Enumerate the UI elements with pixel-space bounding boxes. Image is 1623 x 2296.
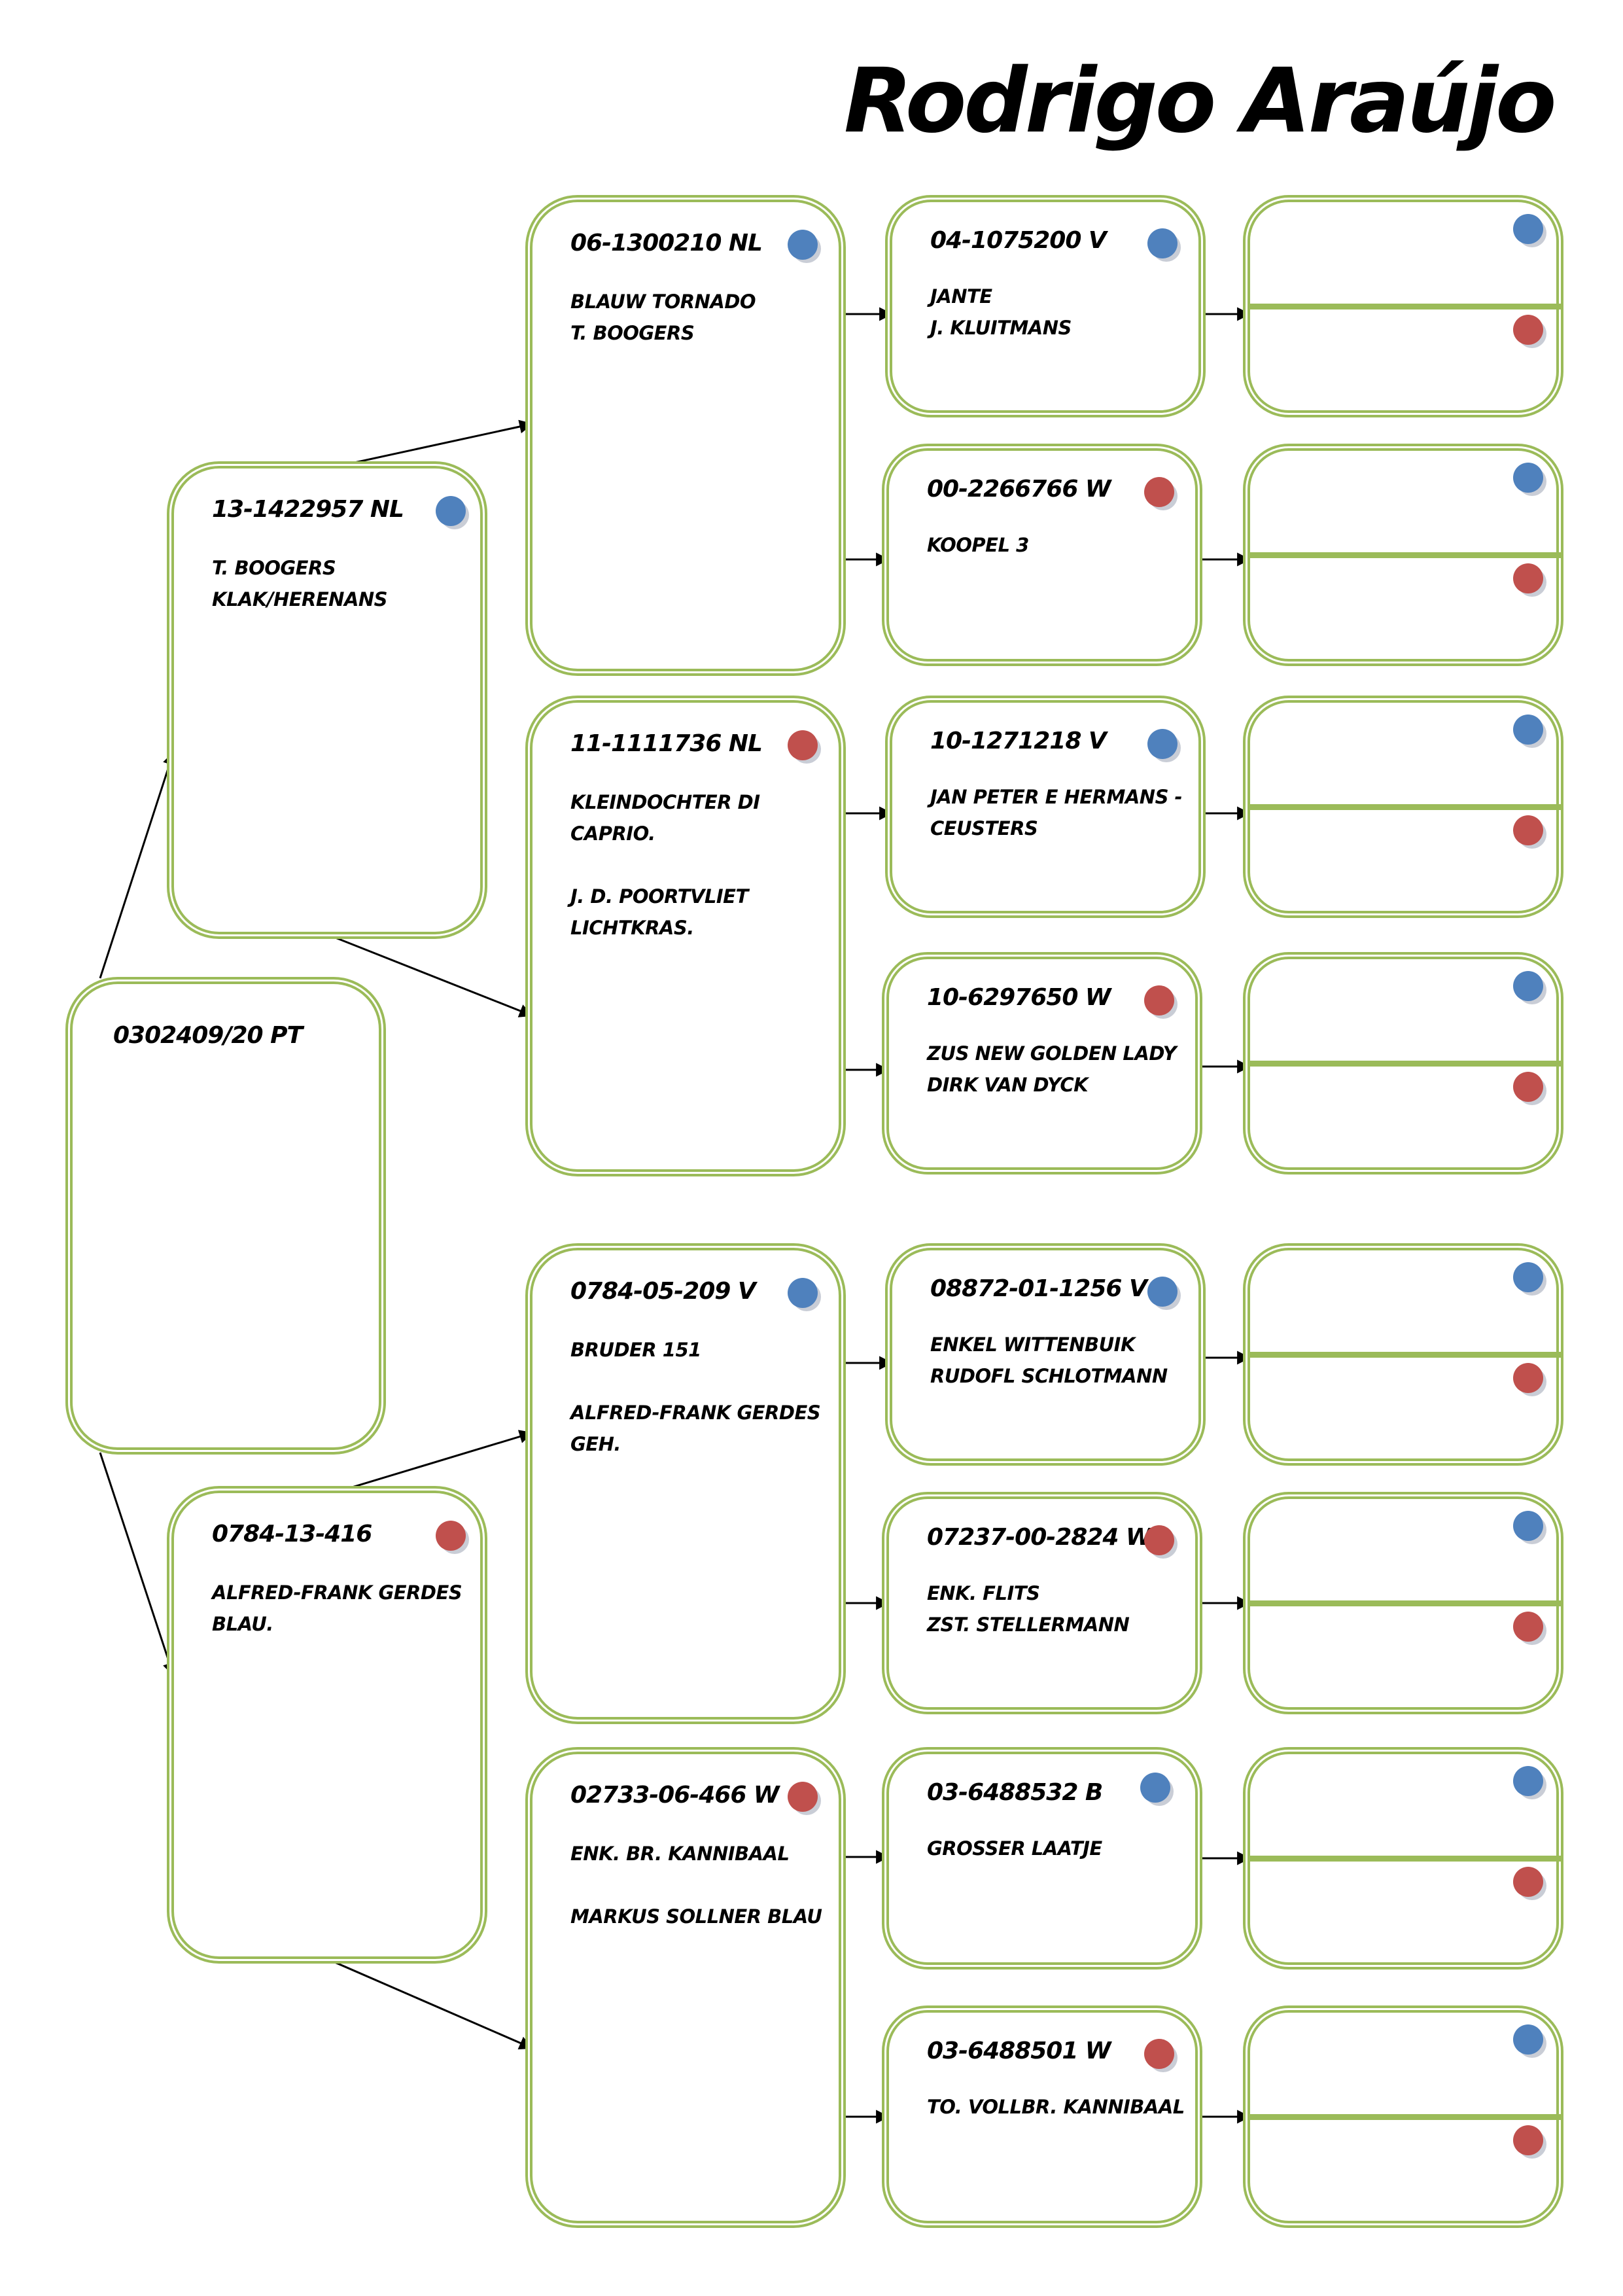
sex-male-icon [1147,1277,1178,1307]
grandparent-card-3[interactable]: 0784-05-209 V BRUDER 151 ALFRED-FRANK GE… [525,1243,846,1724]
grandparent-card-2[interactable]: 11-1111736 NL KLEINDOCHTER DI CAPRIO. J.… [525,696,846,1176]
gen4-divider [1250,1352,1563,1358]
sex-male-icon [1147,729,1178,759]
great-grandparent-card-6[interactable]: 07237-00-2824 W ENK. FLITS ZST. STELLERM… [882,1492,1202,1714]
sex-female-icon [1513,815,1543,845]
sex-female-icon [788,1782,818,1812]
sex-female-icon [788,730,818,760]
grandparent-details: ENK. BR. KANNIBAAL MARKUS SOLLNER BLAU [570,1843,822,1928]
great-grandparent-details: ENK. FLITS ZST. STELLERMANN [927,1582,1130,1636]
great-grandparent-card-7[interactable]: 03-6488532 B GROSSER LAATJE [882,1747,1202,1969]
great-grandparent-card-1[interactable]: 04-1075200 V JANTE J. KLUITMANS [885,195,1206,417]
great-grandparent-card-8[interactable]: 03-6488501 W TO. VOLLBR. KANNIBAAL [882,2005,1202,2228]
grandparent-card-4[interactable]: 02733-06-466 W ENK. BR. KANNIBAAL MARKUS… [525,1747,846,2228]
parent-card-dam[interactable]: 0784-13-416 ALFRED-FRANK GERDES BLAU. [167,1486,487,1964]
gen4-card-1[interactable] [1243,195,1563,417]
gen4-card-4[interactable] [1243,952,1563,1174]
sex-female-icon [1513,1363,1543,1393]
gen4-card-2[interactable] [1243,444,1563,666]
great-grandparent-ring-number: 03-6488532 B [927,1779,1103,1806]
great-grandparent-details: ENKEL WITTENBUIK RUDOFL SCHLOTMANN [930,1333,1168,1387]
great-grandparent-details: ZUS NEW GOLDEN LADY DIRK VAN DYCK [927,1042,1177,1096]
gen4-card-3[interactable] [1243,696,1563,918]
great-grandparent-ring-number: 08872-01-1256 V [930,1275,1147,1302]
grandparent-details: KLEINDOCHTER DI CAPRIO. J. D. POORTVLIET… [570,791,760,939]
gen4-card-8[interactable] [1243,2005,1563,2228]
great-grandparent-ring-number: 04-1075200 V [930,227,1107,254]
sex-male-icon [1513,2024,1543,2055]
great-grandparent-ring-number: 03-6488501 W [927,2038,1111,2064]
sex-female-icon [436,1521,466,1551]
gen4-divider [1250,1061,1563,1067]
sex-female-icon [1513,1612,1543,1642]
great-grandparent-details: GROSSER LAATJE [927,1837,1102,1860]
great-grandparent-details: TO. VOLLBR. KANNIBAAL [927,2096,1185,2118]
sex-female-icon [1513,1072,1543,1102]
subject-card[interactable]: 0302409/20 PT [65,977,386,1455]
sex-female-icon [1513,1867,1543,1897]
sex-male-icon [1513,1766,1543,1796]
sex-male-icon [1513,1262,1543,1292]
sex-female-icon [1513,315,1543,345]
sex-male-icon [1513,971,1543,1001]
subject-ring-number: 0302409/20 PT [113,1022,303,1049]
parent-ring-number: 13-1422957 NL [212,496,404,523]
sex-female-icon [1513,563,1543,593]
grandparent-details: BRUDER 151 ALFRED-FRANK GERDES GEH. [570,1339,821,1455]
sex-male-icon [1140,1773,1170,1803]
sex-female-icon [1144,477,1174,507]
gen4-divider [1250,1856,1563,1862]
sex-male-icon [1513,463,1543,493]
gen4-divider [1250,552,1563,558]
sex-female-icon [1144,985,1174,1016]
grandparent-ring-number: 02733-06-466 W [570,1782,780,1809]
sex-female-icon [1513,2125,1543,2155]
great-grandparent-card-2[interactable]: 00-2266766 W KOOPEL 3 [882,444,1202,666]
sex-male-icon [1513,214,1543,244]
great-grandparent-ring-number: 10-6297650 W [927,984,1111,1011]
gen4-card-6[interactable] [1243,1492,1563,1714]
grandparent-ring-number: 0784-05-209 V [570,1278,756,1305]
gen4-divider [1250,2114,1563,2120]
sex-female-icon [1144,2039,1174,2069]
pedigree-title: Rodrigo Araújo [844,50,1557,153]
connector-arrow-1 [99,751,177,979]
sex-male-icon [1147,228,1178,258]
great-grandparent-card-5[interactable]: 08872-01-1256 V ENKEL WITTENBUIK RUDOFL … [885,1243,1206,1466]
gen4-divider [1250,804,1563,810]
sex-male-icon [1513,1511,1543,1541]
grandparent-ring-number: 11-1111736 NL [570,730,763,757]
great-grandparent-card-3[interactable]: 10-1271218 V JAN PETER E HERMANS - CEUST… [885,696,1206,918]
sex-male-icon [1513,715,1543,745]
great-grandparent-ring-number: 00-2266766 W [927,476,1111,503]
grandparent-ring-number: 06-1300210 NL [570,230,763,256]
great-grandparent-card-4[interactable]: 10-6297650 W ZUS NEW GOLDEN LADY DIRK VA… [882,952,1202,1174]
parent-ring-number: 0784-13-416 [212,1521,372,1547]
great-grandparent-details: KOOPEL 3 [927,534,1029,556]
great-grandparent-details: JANTE J. KLUITMANS [930,285,1072,339]
connector-arrow-6 [330,1959,533,2050]
gen4-card-7[interactable] [1243,1747,1563,1969]
sex-female-icon [1144,1525,1174,1555]
grandparent-details: BLAUW TORNADO T. BOOGERS [570,291,756,344]
great-grandparent-ring-number: 07237-00-2824 W [927,1524,1152,1551]
gen4-divider [1250,304,1563,309]
grandparent-card-1[interactable]: 06-1300210 NL BLAUW TORNADO T. BOOGERS [525,195,846,676]
sex-male-icon [788,1278,818,1308]
sex-male-icon [436,496,466,526]
gen4-divider [1250,1600,1563,1606]
sex-male-icon [788,230,818,260]
gen4-card-5[interactable] [1243,1243,1563,1466]
great-grandparent-ring-number: 10-1271218 V [930,728,1107,754]
great-grandparent-details: JAN PETER E HERMANS - CEUSTERS [930,786,1183,839]
parent-card-sire[interactable]: 13-1422957 NL T. BOOGERS KLAK/HERENANS [167,461,487,939]
parent-details: ALFRED-FRANK GERDES BLAU. [212,1581,462,1635]
connector-arrow-2 [99,1452,177,1676]
parent-details: T. BOOGERS KLAK/HERENANS [212,557,388,610]
